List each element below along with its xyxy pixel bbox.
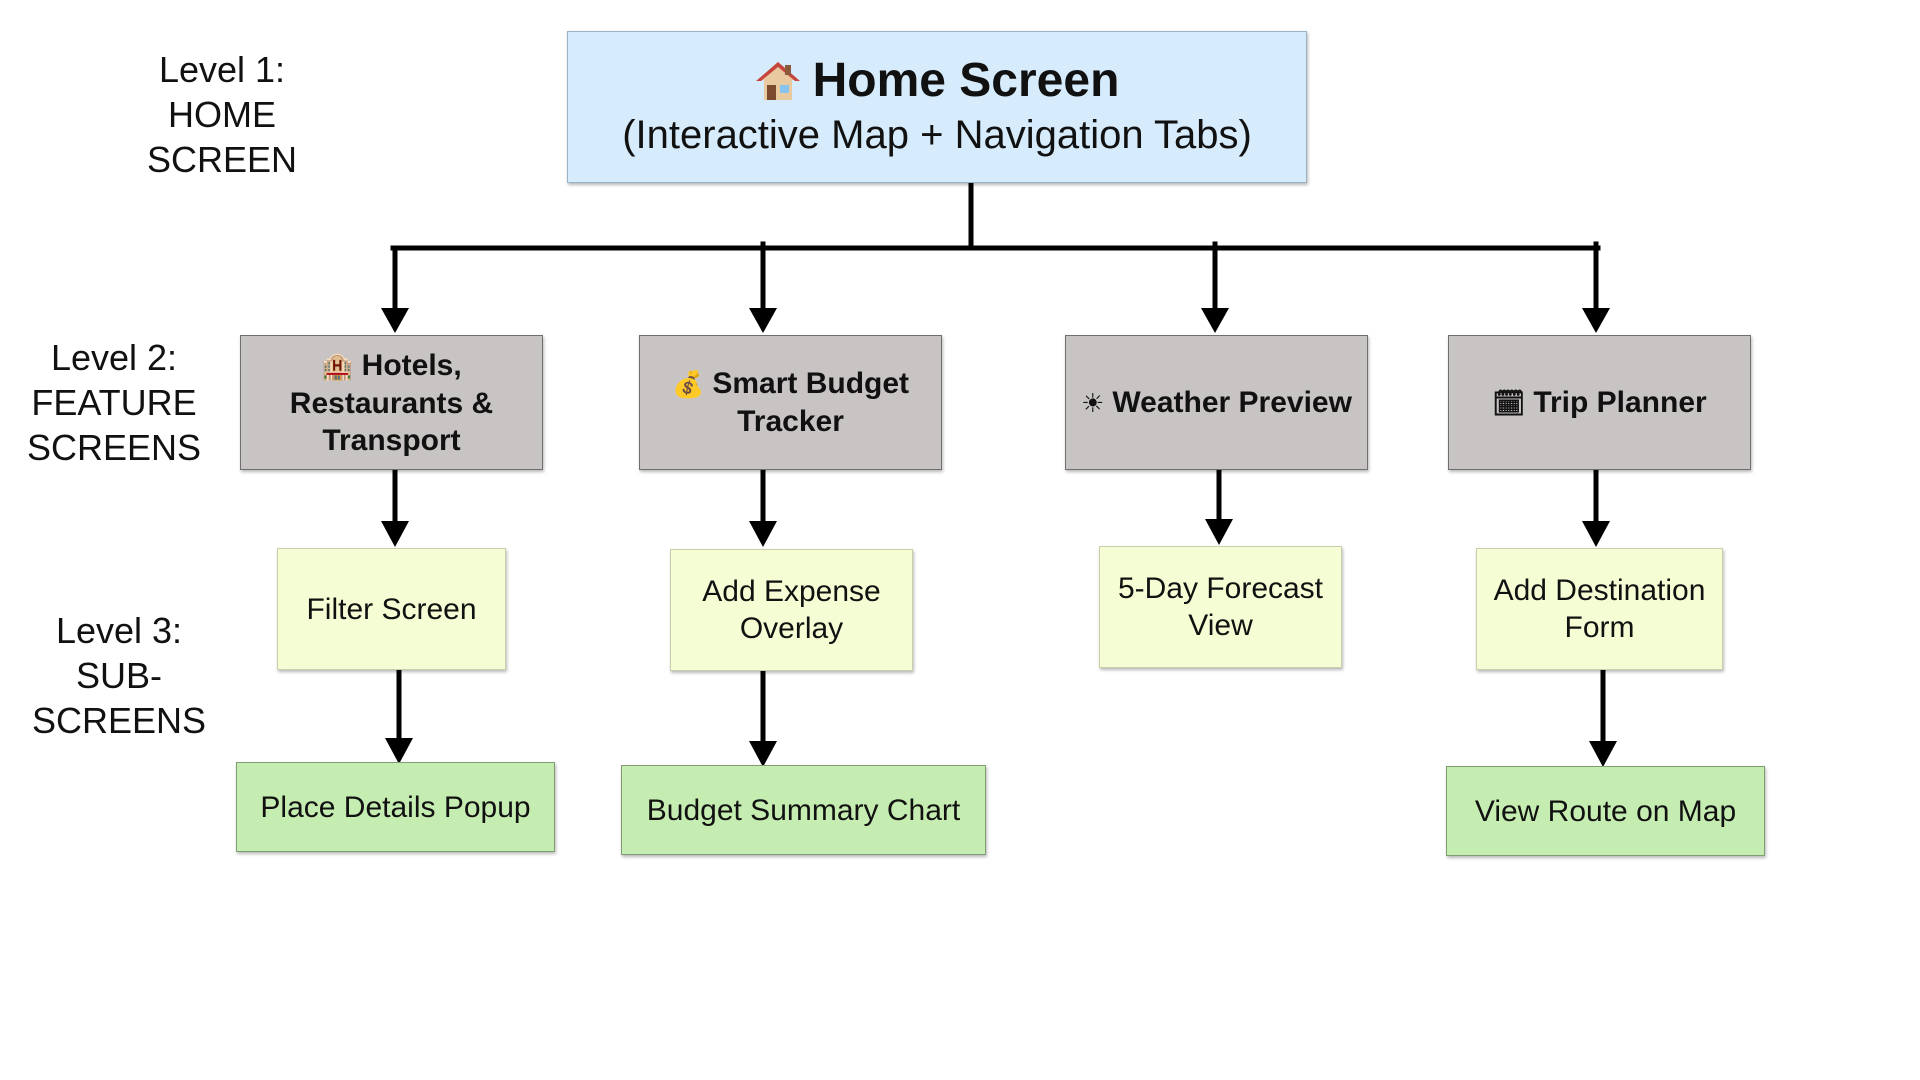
smart-budget-tracker-node: 💰Smart Budget Tracker — [639, 335, 942, 470]
home-screen-node: Home Screen (Interactive Map + Navigatio… — [567, 31, 1307, 183]
add-expense-overlay-node: Add Expense Overlay — [670, 549, 913, 671]
budget-line-1: Smart Budget — [712, 367, 910, 400]
arrowhead-destination — [1582, 521, 1610, 547]
level-2-line-1: Level 2: — [50, 337, 178, 378]
place-details-popup-node: Place Details Popup — [236, 762, 555, 852]
arrowhead-weather — [1201, 308, 1229, 333]
house-icon — [755, 62, 800, 100]
budget-summary-chart-node: Budget Summary Chart — [621, 765, 986, 855]
hotel-icon: 🏨 — [321, 350, 354, 381]
view-route-label: View Route on Map — [1474, 794, 1737, 828]
level-3-label: Level 3: SUB- SCREENS — [22, 608, 216, 743]
hotels-line-2: Restaurants & — [289, 386, 494, 420]
arrowhead-hotels — [381, 308, 409, 333]
expense-line-2: Overlay — [739, 612, 844, 645]
weather-preview-node: ☀Weather Preview — [1065, 335, 1368, 470]
planner-line-1-row: 🗓Trip Planner — [1492, 384, 1706, 422]
level-1-line-1: Level 1: — [158, 49, 286, 90]
home-subtitle: (Interactive Map + Navigation Tabs) — [622, 113, 1252, 157]
level-1-label: Level 1: HOME SCREEN — [130, 47, 314, 182]
add-destination-form-node: Add Destination Form — [1476, 548, 1723, 670]
destination-line-2: Form — [1564, 611, 1635, 644]
hotels-line-3: Transport — [322, 423, 461, 457]
home-title-row: Home Screen — [755, 53, 1120, 109]
place-details-label: Place Details Popup — [260, 790, 531, 824]
sun-icon: ☀ — [1081, 387, 1105, 418]
level-3-line-3: SCREENS — [31, 700, 207, 741]
level-2-label: Level 2: FEATURE SCREENS — [18, 335, 210, 470]
arrowhead-chart — [749, 741, 777, 767]
money-bag-icon: 💰 — [671, 369, 705, 399]
trip-planner-node: 🗓Trip Planner — [1448, 335, 1751, 470]
arrowhead-forecast — [1205, 519, 1233, 545]
level-3-line-2: SUB- — [75, 655, 162, 696]
level-1-line-3: SCREEN — [146, 139, 298, 180]
arrowhead-budget — [749, 308, 777, 333]
hotels-restaurants-transport-node: 🏨Hotels, Restaurants & Transport — [240, 335, 543, 470]
arrowhead-place — [385, 738, 413, 764]
forecast-line-2: View — [1188, 609, 1253, 642]
level-2-line-2: FEATURE — [31, 382, 197, 423]
level-1-line-2: HOME — [168, 94, 276, 135]
planner-line-1: Trip Planner — [1533, 385, 1707, 419]
budget-line-1-row: 💰Smart Budget — [672, 365, 909, 403]
level-3-line-1: Level 3: — [55, 610, 183, 651]
calendar-icon: 🗓 — [1492, 387, 1526, 418]
home-title: Home Screen — [812, 54, 1120, 107]
filter-screen-node: Filter Screen — [277, 548, 506, 670]
five-day-forecast-node: 5-Day Forecast View — [1099, 546, 1342, 668]
destination-line-1: Add Destination — [1493, 574, 1706, 607]
expense-line-1: Add Expense — [702, 575, 881, 608]
arrowhead-expense — [749, 521, 777, 547]
hotels-line-1: Hotels, — [361, 348, 462, 382]
arrowhead-filter — [381, 521, 409, 547]
forecast-line-1: 5-Day Forecast — [1117, 572, 1324, 605]
view-route-on-map-node: View Route on Map — [1446, 766, 1765, 856]
budget-line-2: Tracker — [737, 405, 844, 438]
arrowhead-planner — [1582, 308, 1610, 333]
budget-summary-label: Budget Summary Chart — [646, 793, 961, 827]
filter-line-1: Filter Screen — [306, 592, 477, 626]
arrowhead-route — [1589, 741, 1617, 767]
level-2-line-3: SCREENS — [26, 427, 202, 468]
weather-line-1: Weather Preview — [1112, 385, 1352, 419]
weather-line-1-row: ☀Weather Preview — [1081, 384, 1352, 422]
hotels-line-1-row: 🏨Hotels, — [321, 347, 461, 385]
